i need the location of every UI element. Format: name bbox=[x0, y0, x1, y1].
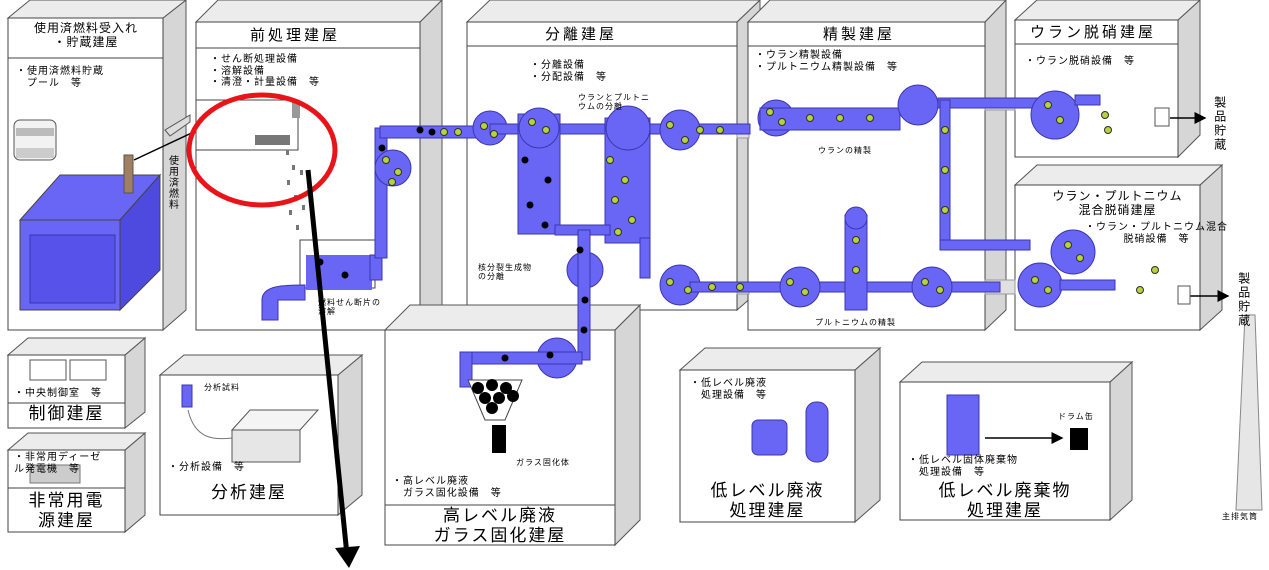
spent-fuel-label: 使用済燃料 bbox=[166, 155, 178, 210]
u-denitration-equipment: ・ウラン脱硝設備 等 bbox=[1025, 56, 1135, 67]
main-exhaust-stack bbox=[1235, 314, 1263, 511]
drum-label: ドラム缶 bbox=[1058, 412, 1094, 421]
head-end-equipment: ・せん断処理設備 ・溶解設備 ・清澄・計量設備 等 bbox=[210, 54, 320, 88]
u-purification-label: ウランの精製 bbox=[818, 146, 872, 155]
analysis-sample-label: 分析試料 bbox=[204, 383, 240, 392]
purification-equipment: ・ウラン精製設備 ・プルトニウム精製設備 等 bbox=[755, 50, 898, 73]
llw-solid-equipment bbox=[946, 394, 1088, 456]
spent-fuel-pool bbox=[13, 119, 162, 312]
emergency-power-equipment: ・非常用ディーゼ ル発電機 等 bbox=[14, 452, 102, 475]
building-llw-solid bbox=[898, 360, 1134, 522]
hlw-building-title: 高レベル廃液 ガラス固化建屋 bbox=[433, 506, 567, 546]
pu-purification-label: プルトニウムの精製 bbox=[815, 318, 896, 327]
llw-solid-building-title: 低レベル廃棄物 処理建屋 bbox=[938, 481, 1072, 521]
fission-products-label: 核分裂生成物 の分離 bbox=[478, 263, 532, 282]
building-emergency-power bbox=[6, 431, 147, 534]
analysis-equipment: ・分析設備 等 bbox=[168, 462, 245, 473]
mox-denitration-equipment: ・ウラン・プルトニウム混合 脱硝設備 等 bbox=[1085, 222, 1228, 245]
emergency-power-building-title: 非常用電 源建屋 bbox=[28, 491, 105, 531]
llw-liquid-tanks bbox=[751, 401, 829, 463]
analysis-building-title: 分析建屋 bbox=[211, 483, 287, 503]
head-end-building-title: 前処理建屋 bbox=[250, 26, 341, 44]
mox-denitration-building-title: ウラン・プルトニウム 混合脱硝建屋 bbox=[1052, 189, 1183, 217]
hlw-equipment: ・高レベル廃液 ガラス固化設備 等 bbox=[392, 476, 502, 499]
purification-building-title: 精製建屋 bbox=[823, 25, 896, 43]
process-piping bbox=[369, 84, 1116, 388]
product-storage-upper-label: 製品貯蔵 bbox=[1212, 96, 1227, 152]
control-building-title: 制御建屋 bbox=[28, 404, 105, 424]
fission-product-particles bbox=[316, 126, 589, 362]
vitrification-melter bbox=[467, 379, 523, 453]
control-equipment: ・中央制御室 等 bbox=[14, 388, 102, 399]
separation-building-title: 分離建屋 bbox=[545, 25, 618, 43]
receiving-building-title: 使用済燃料受入れ ・貯蔵建屋 bbox=[33, 21, 138, 49]
glass-canister-label: ガラス固化体 bbox=[516, 458, 570, 467]
product-storage-lower-label: 製品貯蔵 bbox=[1236, 272, 1251, 328]
llw-solid-equipment: ・低レベル固体廃棄物 処理設備 等 bbox=[908, 455, 1018, 478]
llw-liquid-building-title: 低レベル廃液 処理建屋 bbox=[710, 481, 825, 521]
building-mox-denitration bbox=[1013, 163, 1224, 332]
u-pu-separation-label: ウランとプルトニ ウムの分離 bbox=[578, 93, 650, 112]
uranium-particles bbox=[382, 101, 1159, 296]
stack-label: 主排気筒 bbox=[1222, 512, 1258, 521]
separation-equipment: ・分離設備 ・分配設備 等 bbox=[530, 60, 607, 83]
receiving-equipment: ・使用済燃料貯蔵 プール 等 bbox=[16, 66, 104, 89]
fuel-pieces-label: 燃料せん断片の 溶解 bbox=[318, 298, 381, 317]
red-highlight-ring bbox=[186, 92, 338, 208]
llw-liquid-equipment: ・低レベル廃液 処理設備 等 bbox=[690, 378, 767, 401]
u-denitration-building-title: ウラン脱硝建屋 bbox=[1030, 23, 1157, 41]
